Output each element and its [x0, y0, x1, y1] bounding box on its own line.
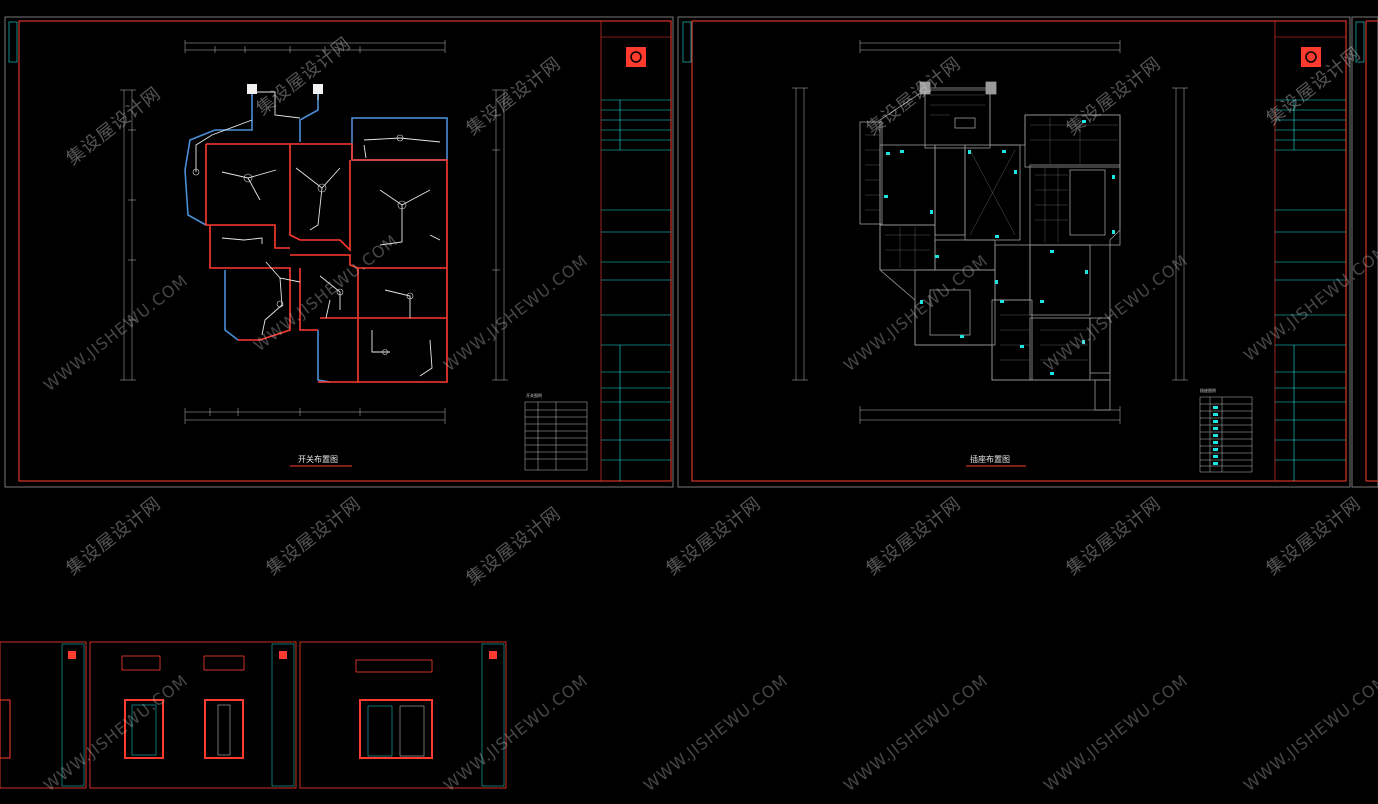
- sheet-1-legend: 开关图例: [524, 392, 588, 471]
- sheet-2-frame: [677, 16, 1351, 488]
- elevation-c-panel-1: [367, 705, 393, 757]
- sheet-2-floorplan: [859, 81, 1121, 411]
- sheet-1-column-2: [313, 84, 323, 94]
- elevation-sheet-b[interactable]: [89, 641, 297, 789]
- sheet-1-fixtures: [192, 134, 414, 355]
- sheet-2-title-block: [1274, 20, 1347, 482]
- elevation-b-door-2: [204, 699, 244, 759]
- elevation-sheet-c-logo: [489, 651, 497, 659]
- sheet-1-bottom-dims: [184, 408, 446, 424]
- sheet-2-inner-frame: [691, 20, 1347, 482]
- elevation-sheet-a-drawing: [0, 699, 11, 759]
- sheet-1[interactable]: 开关布置图 开关图例: [4, 16, 674, 488]
- elevation-b-door-2-leaf: [217, 704, 231, 756]
- elevation-sheet-a-frame: [0, 641, 87, 789]
- sheet-1-drawing-title: 开关布置图: [298, 454, 338, 464]
- elevation-b-door-1: [124, 699, 164, 759]
- sheet-2-legend-symbols: [1213, 406, 1218, 465]
- sheet-1-frame: [4, 16, 674, 488]
- sheet-2-legend: 插座图例: [1199, 387, 1253, 473]
- elevation-b-door-1-frame: [124, 699, 164, 759]
- sheet-2-binding-mark: [682, 21, 692, 63]
- elevation-c-wall: [359, 699, 433, 759]
- elevation-b-plan-2: [203, 655, 245, 671]
- sheet-1-right-dims: [492, 89, 508, 381]
- elevation-sheet-a[interactable]: [0, 641, 87, 789]
- elevation-b-plan-1: [121, 655, 161, 671]
- sheet-3-binding-mark: [1355, 21, 1365, 63]
- elevation-sheet-a-titleblock: [61, 643, 85, 787]
- sheet-1-top-dims: [184, 40, 446, 53]
- elevation-sheet-c[interactable]: [299, 641, 507, 789]
- sheet-2-dims: [792, 40, 1188, 424]
- sheet-1-walls-blue: [184, 92, 448, 383]
- sheet-2-tile-hatch: [865, 94, 1118, 361]
- sheet-2-sockets: [884, 120, 1115, 375]
- sheet-1-walls-red: [205, 143, 448, 383]
- elevation-sheet-a-logo: [68, 651, 76, 659]
- sheet-1-left-dims: [120, 89, 136, 381]
- elevation-sheet-c-titleblock: [481, 643, 505, 787]
- sheet-1-binding-mark: [8, 21, 18, 63]
- elevation-sheet-b-logo: [279, 651, 287, 659]
- elevation-c-plan: [355, 659, 433, 673]
- sheet-3-frame: [1351, 16, 1378, 488]
- sheet-2-drawing-title: 插座布置图: [970, 454, 1010, 464]
- sheet-2[interactable]: 插座布置图 插座图例: [677, 16, 1351, 488]
- elevation-b-door-1-leaf: [131, 704, 157, 756]
- elevation-sheet-c-frame: [299, 641, 507, 789]
- elevation-sheet-b-titleblock: [271, 643, 295, 787]
- elevation-c-panel-2: [399, 705, 425, 757]
- sheet-1-title-block: [600, 20, 672, 482]
- sheet-1-column-1: [247, 84, 257, 94]
- sheet-2-legend-title: 插座图例: [1200, 387, 1216, 393]
- sheet-1-legend-title: 开关图例: [526, 392, 542, 398]
- sheet-1-wires: [195, 91, 441, 377]
- sheet-3-partial[interactable]: [1351, 16, 1378, 488]
- elevation-sheet-b-frame: [89, 641, 297, 789]
